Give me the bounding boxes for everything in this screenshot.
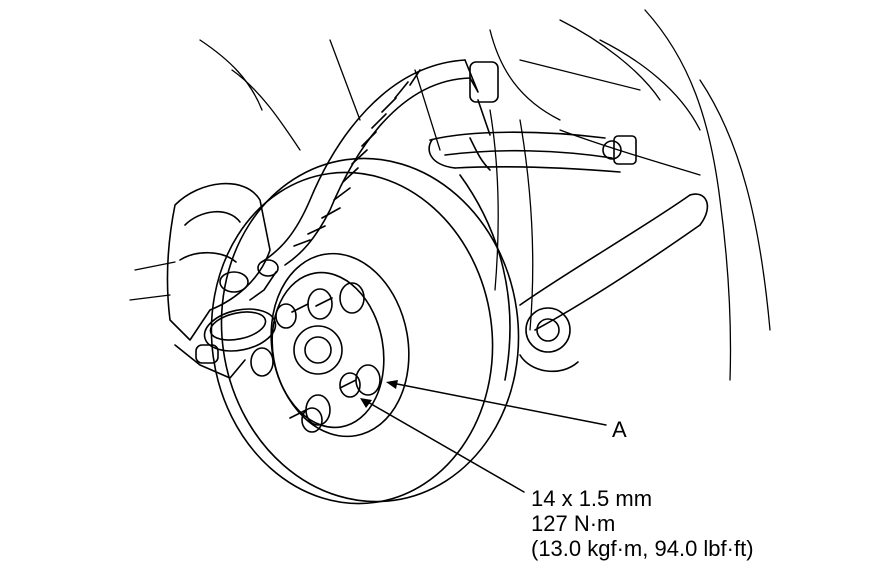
flexible-stand: [261, 59, 499, 266]
wheel-hub: [250, 282, 381, 433]
bolt-spec-callout: 14 x 1.5 mm 127 N·m (13.0 kgf·m, 94.0 lb…: [531, 486, 754, 561]
dial-indicator: [195, 259, 279, 364]
bolt-size-text: 14 x 1.5 mm: [531, 486, 653, 511]
torque-nm-text: 127 N·m: [531, 511, 616, 536]
torque-alt-text: (13.0 kgf·m, 94.0 lbf·ft): [531, 536, 754, 561]
callout-leaders: [360, 380, 607, 493]
suspension-background: [129, 9, 771, 381]
callout-label-a: A: [612, 417, 627, 442]
control-arm: [519, 193, 709, 373]
brake-disc: [210, 157, 520, 505]
locking-pliers: [428, 131, 637, 173]
